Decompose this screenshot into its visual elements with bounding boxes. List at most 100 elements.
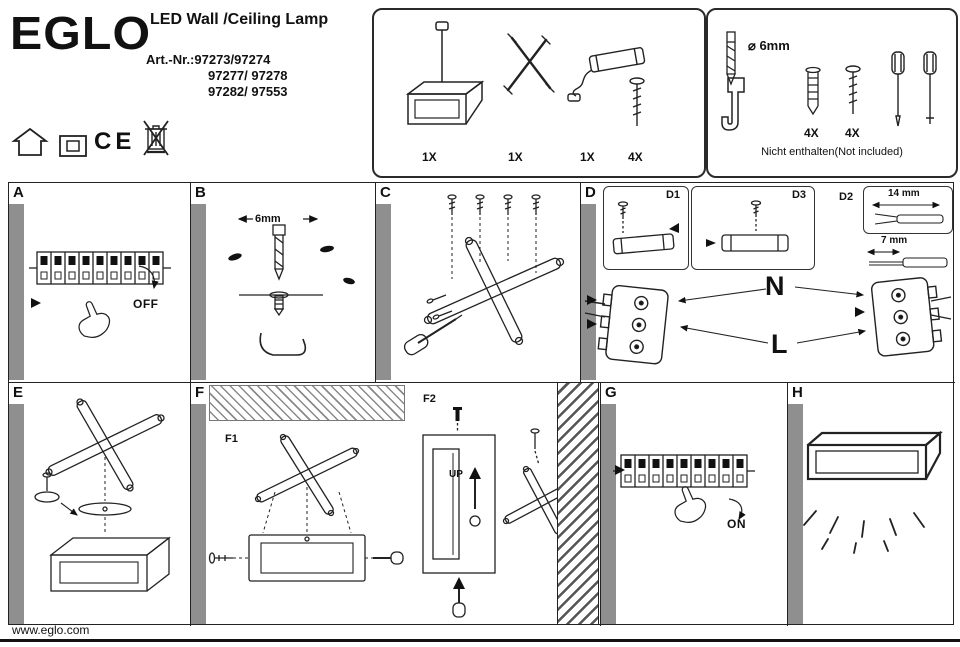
double-insulation-icon	[59, 135, 87, 157]
panel-a-side-bar	[9, 204, 24, 380]
included-parts-box: 1X 1X 1X 4X	[372, 8, 706, 178]
wire-strip-7-illustration	[866, 248, 948, 268]
cross-bracket	[45, 398, 165, 492]
house-icon	[11, 127, 49, 156]
step-e-label: E	[13, 384, 24, 401]
lamp-part-illustration	[405, 21, 485, 125]
step-panel-e: E	[9, 383, 191, 626]
breaker-strip	[613, 454, 755, 488]
d1-driver-illustration	[612, 201, 679, 255]
panel-c-side-bar	[376, 204, 391, 380]
not-included-box: ⌀ 6mm	[706, 8, 958, 178]
mounted-lamp	[806, 430, 943, 481]
screw-icon	[845, 65, 861, 114]
steps-grid: A	[8, 182, 955, 626]
screws-qty-label-ni: 4X	[845, 126, 860, 140]
hand-icon	[674, 486, 707, 523]
lamp-outline-box	[422, 434, 496, 574]
power-off-illustration	[29, 251, 171, 338]
cross-bracket	[254, 433, 360, 517]
screwdriver	[373, 551, 404, 565]
panel-g-side-bar	[601, 404, 616, 624]
step-h-label: H	[792, 384, 803, 401]
article-number-label: Art.-Nr.:	[146, 52, 195, 67]
bottom-rule	[0, 639, 960, 642]
cross-bracket	[423, 236, 565, 346]
brand-logo: EGLO	[10, 7, 152, 59]
step-panel-a: A	[9, 183, 191, 383]
off-label: OFF	[133, 297, 159, 311]
up-arrow	[469, 467, 481, 527]
drill-bit-icon	[726, 31, 736, 86]
drill-bit	[272, 224, 286, 281]
wall-plugs	[228, 245, 355, 285]
canopy-disc	[78, 502, 132, 516]
step-panel-h: H	[788, 383, 955, 626]
substep-d3-box: D3	[691, 186, 815, 270]
on-label: ON	[727, 517, 746, 531]
lamp-lit-illustration	[803, 430, 943, 554]
up-label: UP	[449, 469, 463, 480]
not-included-note: Nicht enthalten(Not included)	[761, 146, 903, 158]
ceiling-hatch	[209, 385, 405, 421]
screws-part-illustration	[629, 77, 645, 126]
step-a-label: A	[13, 184, 24, 201]
direction-arrow	[615, 465, 625, 475]
direction-arrow	[31, 298, 41, 308]
ce-mark: CE	[94, 128, 136, 155]
screws-qty-label: 4X	[628, 150, 643, 164]
screwdriver	[403, 314, 463, 356]
hand-icon	[78, 301, 111, 338]
mounting-bracket-icon	[721, 77, 745, 131]
bottom-screw-and-driver	[452, 577, 466, 618]
panel-b-side-bar	[191, 204, 206, 380]
d1-label: D1	[665, 189, 680, 201]
inserted-plug	[269, 291, 289, 317]
lamp-side-view	[432, 448, 460, 560]
lamp-body	[248, 534, 366, 582]
assembly-exploded-illustration	[34, 398, 171, 592]
step-d-label: D	[585, 184, 596, 201]
article-number-line2: 97277/ 97278	[208, 68, 288, 83]
strip-length-box: 14 mm	[863, 186, 953, 234]
f2-label: F2	[423, 393, 436, 405]
panel-e-side-bar	[9, 404, 24, 624]
f1-label: F1	[225, 433, 238, 445]
d3-label: D3	[791, 189, 806, 201]
step-panel-c: C	[376, 183, 581, 383]
step-c-label: C	[380, 184, 391, 201]
wall-plug-icon	[805, 66, 821, 116]
step-f-label: F	[195, 384, 205, 401]
weee-bin-icon	[143, 120, 169, 156]
drill-size-label: 6mm	[255, 213, 281, 225]
rotate-arrow	[138, 265, 159, 290]
panel-f-side-bar	[191, 404, 206, 624]
step-panel-b: B 6mm	[191, 183, 376, 383]
substep-d1-box: D1	[603, 186, 689, 270]
terminal-block-right	[870, 277, 943, 357]
wall-hatch	[557, 383, 599, 624]
article-number-line1: Art.-Nr.:97273/97274	[146, 52, 271, 67]
drill-diameter-label: ⌀ 6mm	[748, 38, 790, 53]
terminal-block-left	[597, 284, 669, 365]
rotate-arrow	[728, 498, 746, 521]
screw-and-washer	[34, 472, 78, 516]
plugs-qty-label: 4X	[804, 126, 819, 140]
d2-label: D2	[839, 191, 854, 203]
f1-mounting-illustration	[208, 433, 404, 582]
wiring-illustration	[584, 277, 952, 365]
top-screw	[453, 407, 462, 433]
led-driver-part-illustration	[567, 47, 646, 102]
cross-screw	[530, 428, 540, 466]
bracket-mounting-illustration	[403, 194, 565, 356]
page-title: LED Wall /Ceiling Lamp	[150, 11, 329, 28]
bracket-qty-label: 1X	[508, 150, 523, 164]
strip-outer-label: 14 mm	[888, 188, 920, 199]
live-label: L	[771, 329, 788, 359]
d3-driver-illustration	[706, 200, 789, 252]
step-g-label: G	[605, 384, 617, 401]
step-b-label: B	[195, 184, 206, 201]
cross-bracket-part-illustration	[503, 33, 555, 95]
screws-row	[447, 194, 541, 215]
